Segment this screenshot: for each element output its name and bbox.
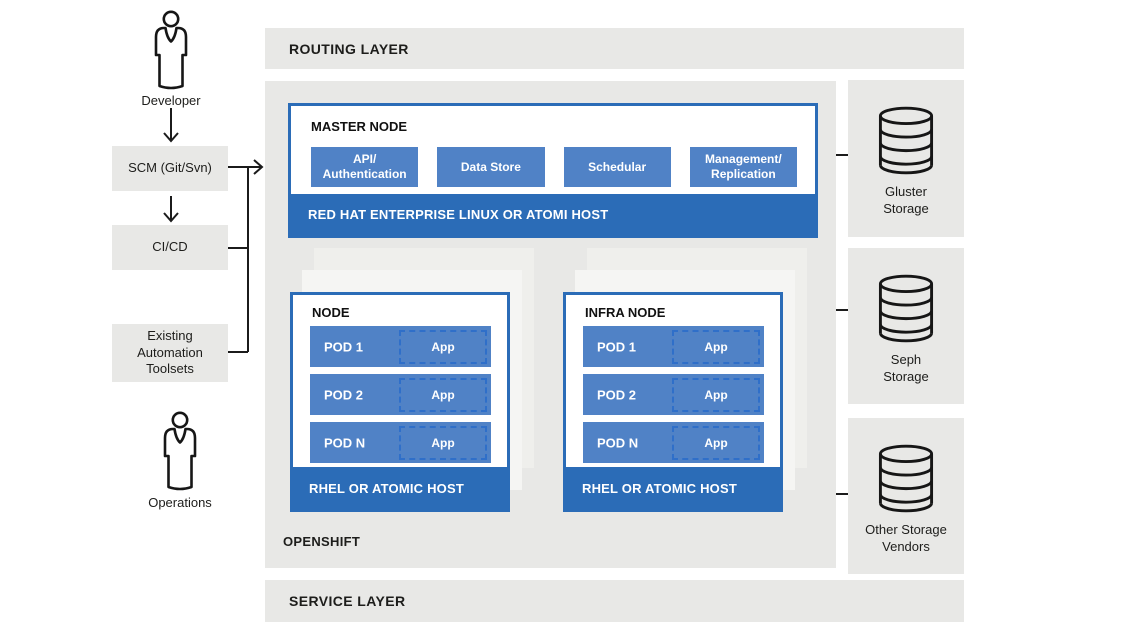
openshift-label: OPENSHIFT — [283, 534, 361, 549]
database-icon — [878, 106, 934, 175]
pod-label: POD 1 — [324, 339, 364, 354]
master-host-bar: RED HAT ENTERPRISE LINUX OR ATOMI HOST — [291, 194, 815, 235]
infra-node-host-bar-label: RHEL OR ATOMIC HOST — [582, 480, 737, 496]
automation-toolsets-label: Existing Automation Toolsets — [137, 327, 203, 377]
node-host-bar: RHEL OR ATOMIC HOST — [293, 467, 507, 509]
other-storage-vendors-box: Other Storage Vendors — [848, 418, 964, 574]
app-box: App — [399, 377, 487, 412]
cicd-label: CI/CD — [152, 239, 188, 255]
gluster-storage-box: Gluster Storage — [848, 80, 964, 237]
infra-node: INFRA NODE POD 1 App POD 2 App POD N App… — [563, 292, 783, 512]
routing-layer-bar: ROUTING LAYER — [265, 28, 964, 69]
service-layer-bar: SERVICE LAYER — [265, 580, 964, 622]
component-data-store: Data Store — [437, 147, 545, 187]
operations-person-icon — [163, 411, 197, 491]
app-label: App — [431, 387, 455, 402]
infra-node-host-bar: RHEL OR ATOMIC HOST — [566, 467, 780, 509]
app-box: App — [399, 425, 487, 460]
cicd-box: CI/CD — [112, 225, 228, 270]
developer-label: Developer — [141, 93, 201, 108]
arrowhead-developer-scm — [163, 132, 179, 143]
master-components-row: API/ Authentication Data Store Schedular… — [311, 147, 797, 187]
infra-node-title: INFRA NODE — [585, 305, 666, 320]
pod-label: POD N — [597, 435, 639, 450]
app-label: App — [704, 435, 728, 450]
app-box: App — [672, 425, 760, 460]
seph-storage-label: Seph Storage — [883, 352, 929, 384]
gluster-storage-label: Gluster Storage — [883, 184, 929, 216]
operations-label: Operations — [148, 495, 212, 510]
component-label: Schedular — [588, 159, 647, 174]
component-label: Management/ Replication — [705, 152, 782, 181]
developer-person-icon — [154, 10, 188, 90]
component-management-replication: Management/ Replication — [689, 147, 797, 187]
pod-label: POD N — [324, 435, 366, 450]
node-title: NODE — [312, 305, 350, 320]
app-label: App — [431, 339, 455, 354]
component-schedular: Schedular — [563, 147, 671, 187]
pod-row-2: POD 2 App — [583, 374, 764, 415]
pod-label: POD 2 — [324, 387, 364, 402]
app-box: App — [672, 329, 760, 364]
component-api-authentication: API/ Authentication — [311, 147, 419, 187]
automation-toolsets-box: Existing Automation Toolsets — [112, 324, 228, 382]
app-label: App — [704, 387, 728, 402]
pod-label: POD 1 — [597, 339, 637, 354]
master-node-title: MASTER NODE — [311, 119, 408, 134]
routing-layer-title: ROUTING LAYER — [289, 40, 409, 57]
arrowhead-scm-openshift — [253, 159, 264, 175]
app-label: App — [704, 339, 728, 354]
node-host-bar-label: RHEL OR ATOMIC HOST — [309, 480, 464, 496]
node: NODE POD 1 App POD 2 App POD N App RHEL … — [290, 292, 510, 512]
pod-row-2: POD 2 App — [310, 374, 491, 415]
database-icon — [878, 274, 934, 343]
pod-row-1: POD 1 App — [583, 326, 764, 367]
app-box: App — [399, 329, 487, 364]
other-storage-vendors-label: Other Storage Vendors — [865, 522, 947, 554]
app-box: App — [672, 377, 760, 412]
component-label: API/ Authentication — [322, 152, 407, 181]
pod-row-n: POD N App — [583, 422, 764, 463]
database-icon — [878, 444, 934, 513]
master-node: MASTER NODE API/ Authentication Data Sto… — [288, 103, 818, 238]
master-host-bar-label: RED HAT ENTERPRISE LINUX OR ATOMI HOST — [308, 207, 609, 222]
pod-label: POD 2 — [597, 387, 637, 402]
arrowhead-scm-cicd — [163, 212, 179, 223]
scm-box: SCM (Git/Svn) — [112, 146, 228, 191]
component-label: Data Store — [460, 159, 521, 174]
pod-row-1: POD 1 App — [310, 326, 491, 367]
pod-row-n: POD N App — [310, 422, 491, 463]
seph-storage-box: Seph Storage — [848, 248, 964, 404]
scm-label: SCM (Git/Svn) — [128, 160, 212, 176]
service-layer-title: SERVICE LAYER — [289, 593, 406, 609]
app-label: App — [431, 435, 455, 450]
